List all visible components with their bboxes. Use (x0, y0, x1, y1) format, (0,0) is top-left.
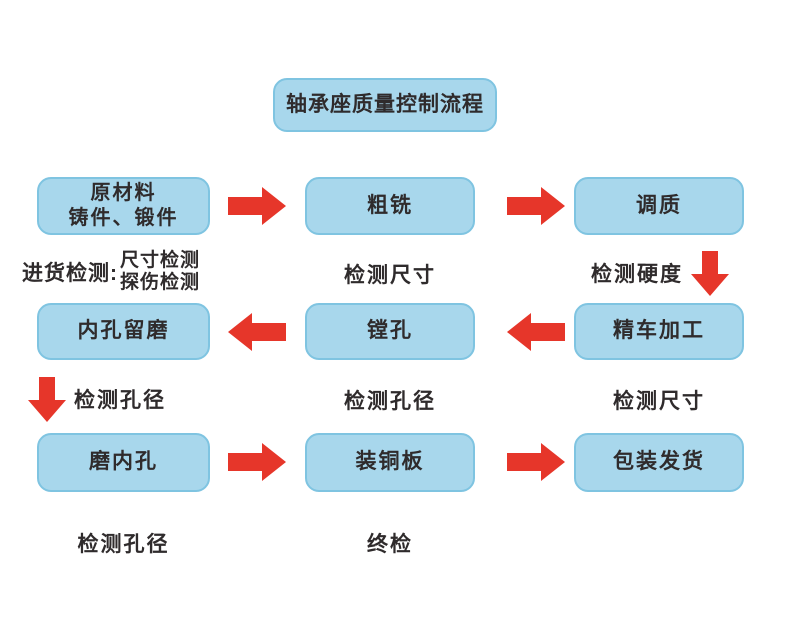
node-grind-inner-bore: 磨内孔 (37, 433, 210, 492)
node-inner-bore-allowance-label: 内孔留磨 (77, 319, 170, 343)
node-rough-milling: 粗铣 (305, 177, 475, 235)
node-copper-plate: 装铜板 (305, 433, 475, 492)
node-boring: 镗孔 (305, 303, 475, 360)
node-raw-material: 原材料 铸件、锻件 (37, 177, 210, 235)
caption-check-bore-boring: 检测孔径 (344, 390, 436, 413)
node-boring-label: 镗孔 (367, 319, 413, 343)
caption-check-size-turning: 检测尺寸 (613, 390, 705, 413)
arrow-right-icon (228, 443, 286, 481)
node-rough-milling-label: 粗铣 (367, 193, 413, 217)
node-raw-material-line2: 铸件、锻件 (68, 207, 179, 229)
node-grind-inner-bore-label: 磨内孔 (89, 450, 158, 474)
caption-check-hardness: 检测硬度 (591, 263, 683, 286)
caption-incoming-inspection: 进货检测: 尺寸检测 探伤检测 (22, 250, 200, 294)
caption-check-bore-allowance-group: 检测孔径 (28, 375, 218, 423)
caption-incoming-label: 进货检测: (22, 261, 118, 285)
arrow-down-icon (28, 376, 66, 422)
arrow-right-icon (507, 187, 565, 225)
node-packing-shipping-label: 包装发货 (613, 450, 705, 474)
arrow-right-icon (228, 187, 286, 225)
arrow-left-icon (507, 313, 565, 351)
caption-incoming-item1: 尺寸检测 (120, 250, 201, 271)
caption-check-bore-grinding: 检测孔径 (77, 533, 170, 556)
node-inner-bore-allowance: 内孔留磨 (37, 303, 210, 360)
caption-final-inspection: 终检 (367, 533, 413, 556)
node-finish-turning: 精车加工 (574, 303, 744, 360)
node-copper-plate-label: 装铜板 (355, 450, 425, 474)
node-finish-turning-label: 精车加工 (613, 319, 705, 343)
node-tempering: 调质 (574, 177, 744, 235)
caption-check-hardness-group: 检测硬度 (574, 248, 746, 298)
node-title: 轴承座质量控制流程 (273, 78, 497, 132)
caption-incoming-items: 尺寸检测 探伤检测 (120, 250, 200, 294)
node-packing-shipping: 包装发货 (574, 433, 744, 492)
node-tempering-label: 调质 (636, 193, 682, 217)
arrow-down-icon (691, 250, 729, 296)
arrow-right-icon (507, 443, 565, 481)
title-text: 轴承座质量控制流程 (286, 92, 484, 116)
node-raw-material-line1: 原材料 (90, 182, 157, 204)
caption-check-bore-allowance: 检测孔径 (74, 389, 166, 412)
caption-incoming-item2: 探伤检测 (120, 271, 201, 293)
caption-check-size-rough: 检测尺寸 (344, 264, 436, 287)
arrow-left-icon (228, 313, 286, 351)
